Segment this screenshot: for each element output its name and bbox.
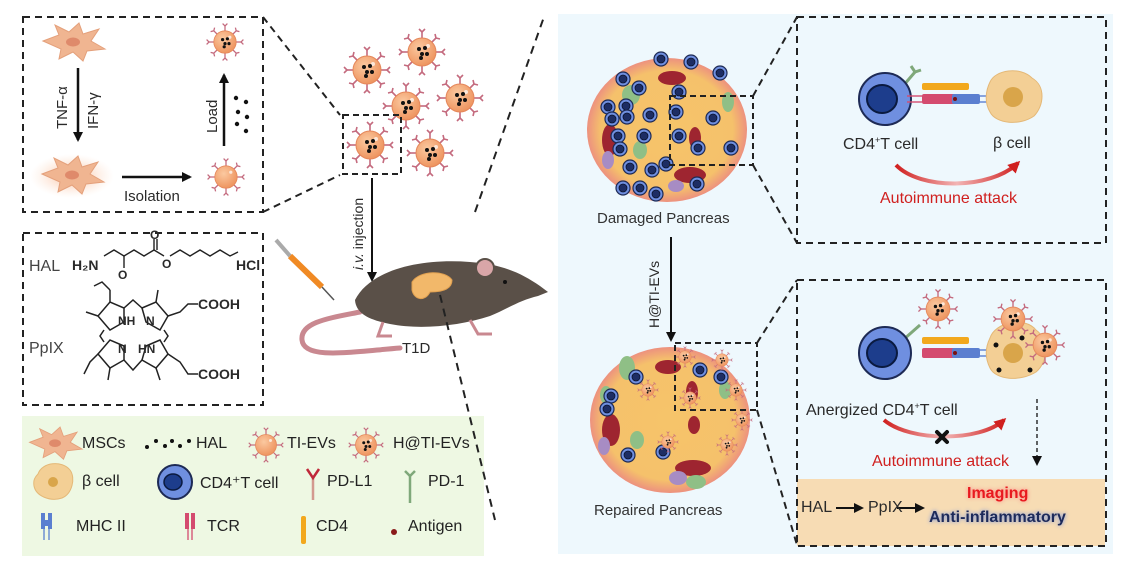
h-ti-ev-icon: [399, 29, 445, 75]
legend-label-cd4-t-cell: CD4⁺T cell: [200, 475, 279, 492]
legend-label-tcr: TCR: [207, 518, 240, 535]
legend-cd4-t-cell-icon: [157, 464, 193, 500]
ppix-label: PpIX: [29, 340, 64, 357]
mouse-illustration: [299, 258, 548, 356]
legend-label-antigen: Antigen: [408, 518, 463, 535]
legend-antigen-icon: [391, 529, 397, 535]
hal-label: HAL: [29, 258, 61, 275]
mouse-eye: [503, 280, 507, 284]
ev-zoom-box: [342, 114, 402, 175]
damaged-zoom-box: [669, 95, 754, 166]
legend-label-cd4: CD4: [316, 518, 349, 535]
syringe-icon: [274, 238, 335, 301]
pathway-step-hal: HAL: [801, 499, 833, 516]
mouse-label: T1D: [402, 340, 431, 357]
pathway-step-ppix: PpIX: [868, 499, 903, 516]
chem-panel-border: [22, 232, 264, 406]
damaged-pancreas-label: Damaged Pancreas: [597, 210, 730, 227]
damaged-pancreas: [587, 51, 747, 202]
hal-salt: HCl: [236, 257, 261, 273]
ppix-cooh-2: COOH: [198, 366, 240, 382]
h-ti-ev-icon: [344, 47, 390, 93]
h-ti-ev-icon: [347, 122, 393, 168]
hal-amine: H₂N: [72, 257, 99, 273]
mouse-body: [355, 261, 548, 327]
legend-label-hal: HAL: [196, 435, 228, 452]
ppix-nh-1: NH: [118, 314, 136, 328]
legend-h-ti-ev-icon: [349, 428, 384, 463]
hal-structure: [103, 239, 239, 268]
legend-label-beta-cell: β cell: [82, 473, 120, 490]
top-attack-label: Autoimmune attack: [880, 190, 1017, 207]
t-cell-bottom: [858, 323, 921, 380]
repaired-pancreas: [590, 347, 752, 493]
hal-oxygen-ester: O: [162, 257, 172, 271]
bottom-attack-label: Autoimmune attack: [872, 453, 1009, 470]
receptor-complex-top: [907, 83, 990, 104]
ti-ev-icon: [206, 157, 246, 197]
t-cell-top: [858, 65, 922, 126]
repaired-pancreas-label: Repaired Pancreas: [594, 502, 723, 519]
legend-ti-ev-icon: [248, 427, 284, 463]
legend-pd-l1-icon: [305, 468, 321, 500]
mouse-tail: [299, 309, 403, 356]
legend-tcr-icon: [185, 513, 195, 540]
ppix-n-2: N: [118, 342, 127, 356]
block-x-icon: [935, 430, 949, 444]
loaded-ev-icon: [207, 24, 244, 61]
pathway-panel: [797, 479, 1105, 546]
ppix-cooh-1: COOH: [198, 296, 240, 312]
legend-cd4-icon: [301, 516, 306, 544]
mouse-pancreas: [411, 272, 453, 299]
ppix-structure: [83, 281, 198, 381]
hal-oxygen-ketone: O: [118, 268, 128, 282]
top-beta-cell-label: β cell: [993, 135, 1031, 152]
legend-pd-1-icon: [404, 470, 416, 503]
stimuli-label-2: IFN-γ: [85, 92, 102, 129]
ppix-hn-2: HN: [138, 342, 156, 356]
h-ti-ev-icon: [383, 83, 429, 129]
injection-label: i.v. injection: [350, 197, 366, 270]
legend-msc-icon: [29, 426, 83, 460]
treatment-label: H@TI-EVs: [646, 260, 662, 328]
hal-oxygen-carbonyl: O: [150, 228, 160, 242]
beta-cell-top: [985, 70, 1043, 123]
injection-route-abbrev: i.v.: [350, 253, 366, 270]
stimuli-label-1: TNF-α: [54, 86, 71, 129]
legend-mhc-ii-icon: [41, 513, 52, 540]
legend-label-pd-l1: PD-L1: [327, 473, 373, 490]
mouse-ear: [475, 258, 495, 278]
outcome-imaging: Imaging: [967, 485, 1029, 502]
legend-label-ti-evs: TI-EVs: [287, 435, 336, 452]
beta-cell-bottom: [985, 321, 1047, 379]
receptor-complex-bottom: [922, 337, 990, 358]
outcome-anti-inflammatory: Anti-inflammatory: [929, 509, 1066, 526]
h-ti-ev-icon: [407, 130, 453, 176]
isolation-label: Isolation: [124, 188, 180, 205]
legend-label-mhc-ii: MHC II: [76, 518, 126, 535]
h-ti-ev-icon: [918, 289, 957, 328]
top-t-cell-label: CD4+T cell: [843, 135, 919, 153]
legend-label-h-ti-evs: H@TI-EVs: [393, 435, 470, 452]
legend-hal-dots-icon: [145, 439, 191, 449]
legend-beta-cell-icon: [33, 463, 74, 500]
legend-label-pd-1: PD-1: [428, 473, 465, 490]
top-zoom-panel-border: [796, 16, 1107, 244]
load-label: Load: [204, 99, 221, 133]
repaired-zoom-box: [674, 342, 758, 411]
bottom-t-cell-label: Anergized CD4+T cell: [806, 401, 958, 419]
attack-arrow-top: [894, 160, 1021, 186]
msc-icon: [42, 22, 106, 62]
hal-dots: [233, 95, 250, 134]
prep-panel-border: [22, 16, 264, 213]
ppix-n-1: N: [146, 314, 155, 328]
legend-label-mscs: MSCs: [82, 435, 126, 452]
h-ti-ev-icon: [437, 75, 483, 121]
